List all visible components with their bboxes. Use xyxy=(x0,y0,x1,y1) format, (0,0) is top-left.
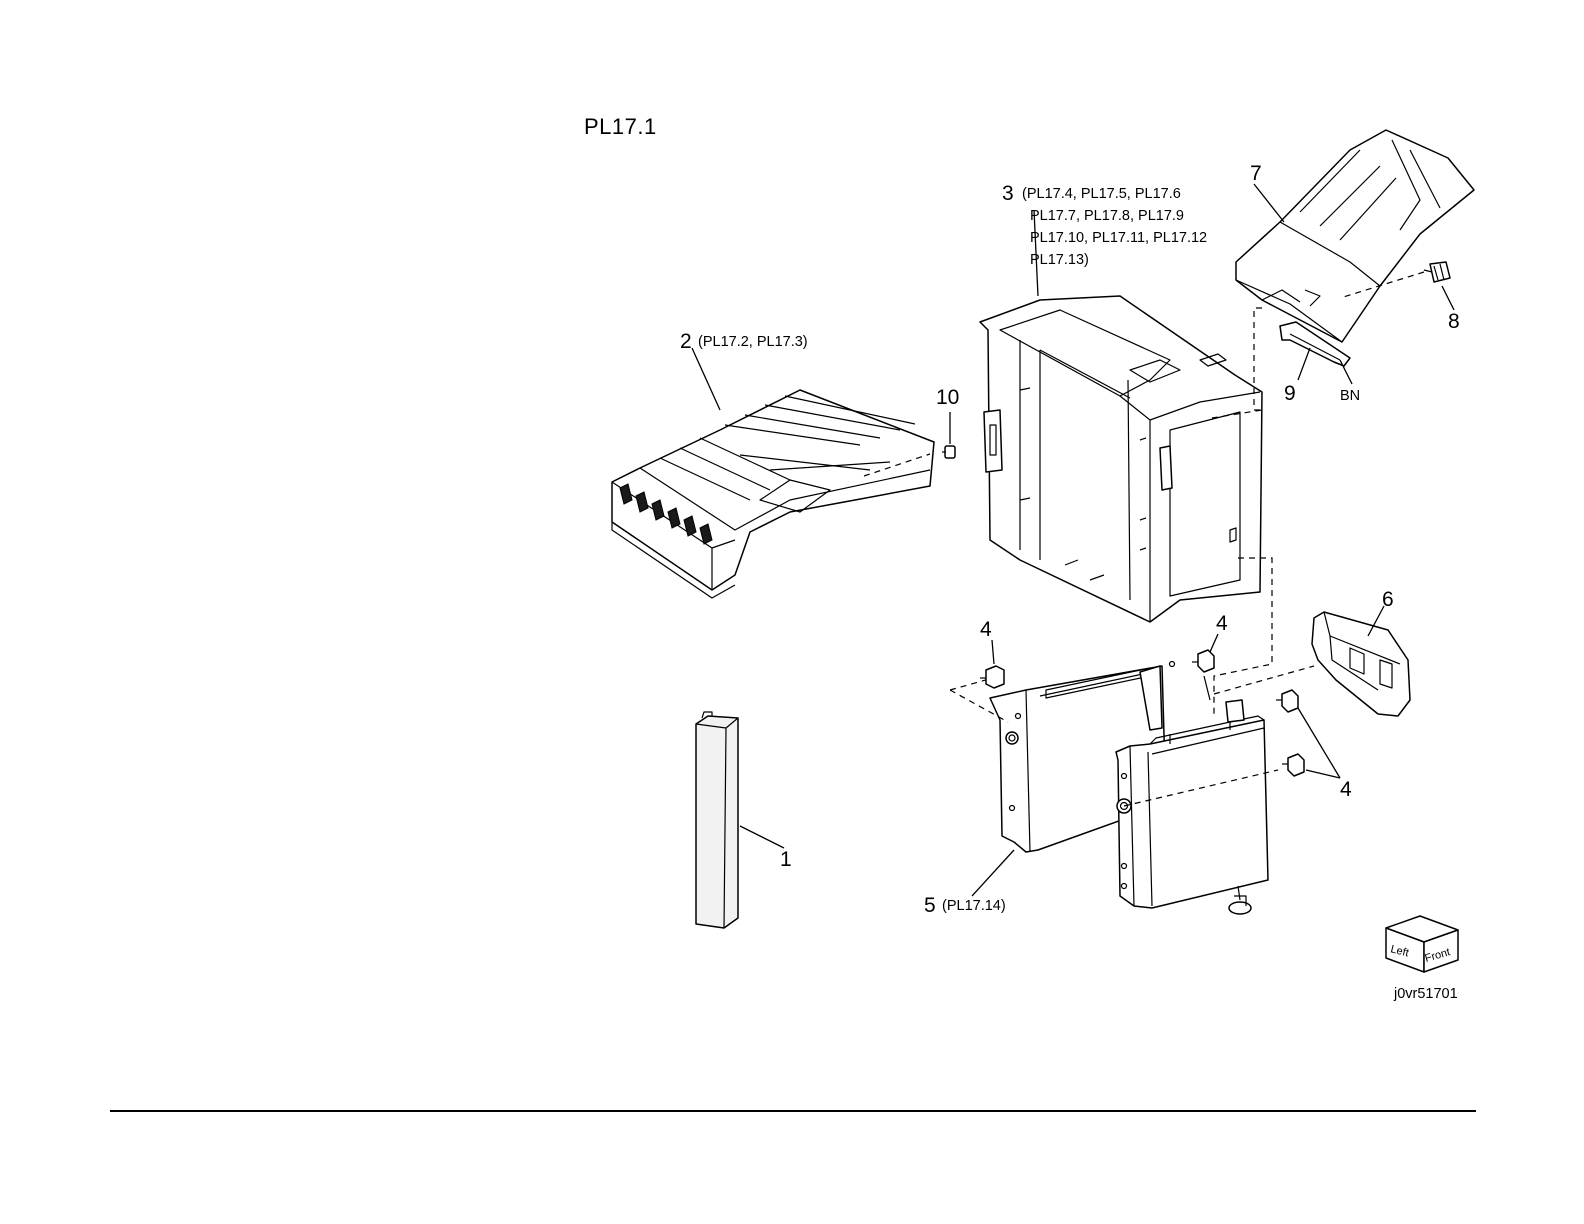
callout-4c-number: 4 xyxy=(1340,778,1352,801)
part-1-bar xyxy=(696,712,784,928)
footer-rule xyxy=(110,1110,1476,1112)
part-2-top-cover xyxy=(612,348,934,598)
figure-id: j0vr51701 xyxy=(1393,986,1458,1002)
callout-7-number: 7 xyxy=(1250,162,1262,185)
callout-9-number: 9 xyxy=(1284,382,1296,405)
part-4-screw-b xyxy=(1192,634,1218,672)
callout-1-number: 1 xyxy=(780,848,792,871)
orientation-cube: Left Front xyxy=(1386,916,1458,972)
callout-8-number: 8 xyxy=(1448,310,1460,333)
callout-6-number: 6 xyxy=(1382,588,1394,611)
callout-3-refs-line3: PL17.10, PL17.11, PL17.12 xyxy=(1030,230,1207,246)
bn-label: BN xyxy=(1340,388,1360,404)
part-10-screw xyxy=(942,412,955,458)
callout-2-number: 2 xyxy=(680,330,692,353)
part-7-output-tray xyxy=(1236,130,1474,342)
callout-3-refs-line2: PL17.7, PL17.8, PL17.9 xyxy=(1030,208,1184,224)
callout-3-refs-line4: PL17.13) xyxy=(1030,252,1089,268)
part-6-end-bracket xyxy=(1312,606,1410,716)
part-3-finisher-body xyxy=(980,210,1262,622)
callout-3-refs-line1: (PL17.4, PL17.5, PL17.6 xyxy=(1022,186,1181,202)
callout-4b-number: 4 xyxy=(1216,612,1228,635)
callout-5-number: 5 xyxy=(924,894,936,917)
callout-4a-number: 4 xyxy=(980,618,992,641)
callout-10-number: 10 xyxy=(936,386,959,409)
callout-3-number: 3 xyxy=(1002,182,1014,205)
callout-5-refs: (PL17.14) xyxy=(942,898,1006,914)
part-4-screws-c xyxy=(1276,690,1340,778)
callout-2-refs: (PL17.2, PL17.3) xyxy=(698,334,808,350)
